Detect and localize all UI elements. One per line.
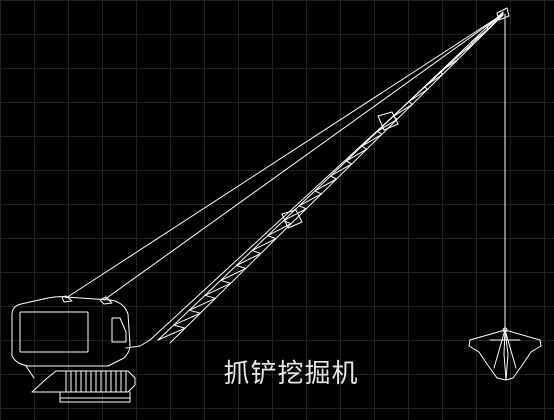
boom-joint-upper — [377, 111, 399, 131]
side-window — [111, 317, 127, 343]
pendant-cables — [65, 13, 504, 341]
machine-drawing — [11, 7, 542, 403]
crawler-track — [31, 370, 136, 403]
machine-body — [11, 295, 151, 379]
cab-window — [19, 311, 89, 353]
clamshell-bucket — [468, 327, 542, 381]
boom-joint-lower — [281, 209, 303, 229]
drawing-caption: 抓铲挖掘机 — [223, 359, 359, 389]
lattice-boom — [157, 7, 510, 344]
